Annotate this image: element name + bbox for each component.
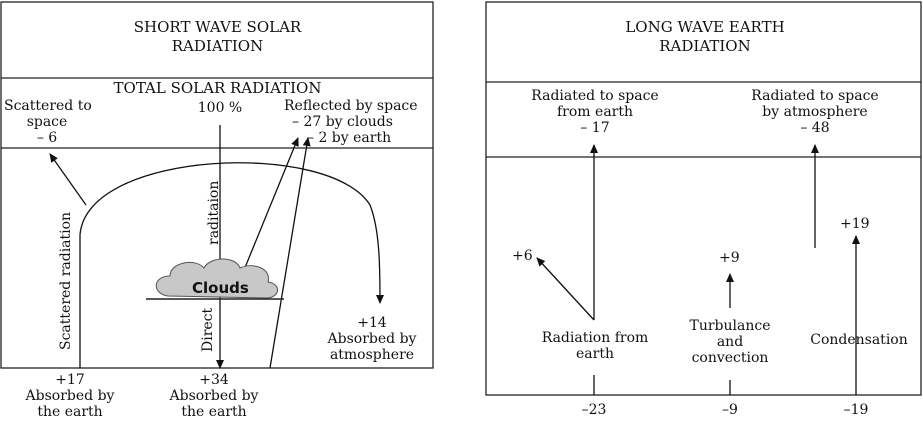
cloud-shape [146,258,284,300]
minus23-label: –23 [581,402,607,418]
radiated-from-earth-label: Radiated to space from earth – 17 [531,88,659,136]
long-wave-title: LONG WAVE EARTH RADIATION [625,18,785,55]
earth-to-atmosphere-arrow [536,257,595,321]
absorbed-atmosphere-label: +14 Absorbed by atmosphere [327,315,417,363]
plus6-label: +6 [512,248,533,264]
scattered-to-space-arrow [49,153,87,206]
reflected-by-clouds-arrow [243,137,299,271]
absorbed-earth-direct-label: +34 Absorbed by the earth [169,372,259,420]
radiation-from-earth-label: Radiation from earth [541,330,649,362]
radiation-label: raditaion [206,180,222,245]
turbulence-label: Turbulance and convection [689,318,771,366]
minus9-label: –9 [722,402,738,418]
clouds-label: Clouds [192,279,249,297]
total-solar-radiation-label: TOTAL SOLAR RADIATION [113,79,322,97]
radiated-by-atmosphere-label: Radiated to space by atmosphere – 48 [751,88,879,136]
short-wave-title: SHORT WAVE SOLAR RADIATION [80,18,355,56]
long-wave-panel [485,1,922,396]
direct-label: Direct [200,307,216,352]
short-wave-title-line2: RADIATION [171,37,264,55]
absorbed-earth-scattered-label: +17 Absorbed by the earth [25,372,115,420]
scattered-radiation-label: Scattered radiation [58,211,74,350]
minus19-label: –19 [843,402,869,418]
scattered-to-space-label: Scattered to space – 6 [4,98,92,146]
percent-label: 100 % [197,100,243,116]
reflected-by-earth-arrow [269,137,311,369]
short-wave-title-line1: SHORT WAVE SOLAR [133,18,302,36]
plus19-label: +19 [840,216,870,232]
scattered-radiation-arc [79,162,384,368]
reflected-label: Reflected by space – 27 by clouds – 2 by… [284,98,418,146]
plus9-label: +9 [719,250,740,266]
condensation-label: Condensation [810,332,908,348]
